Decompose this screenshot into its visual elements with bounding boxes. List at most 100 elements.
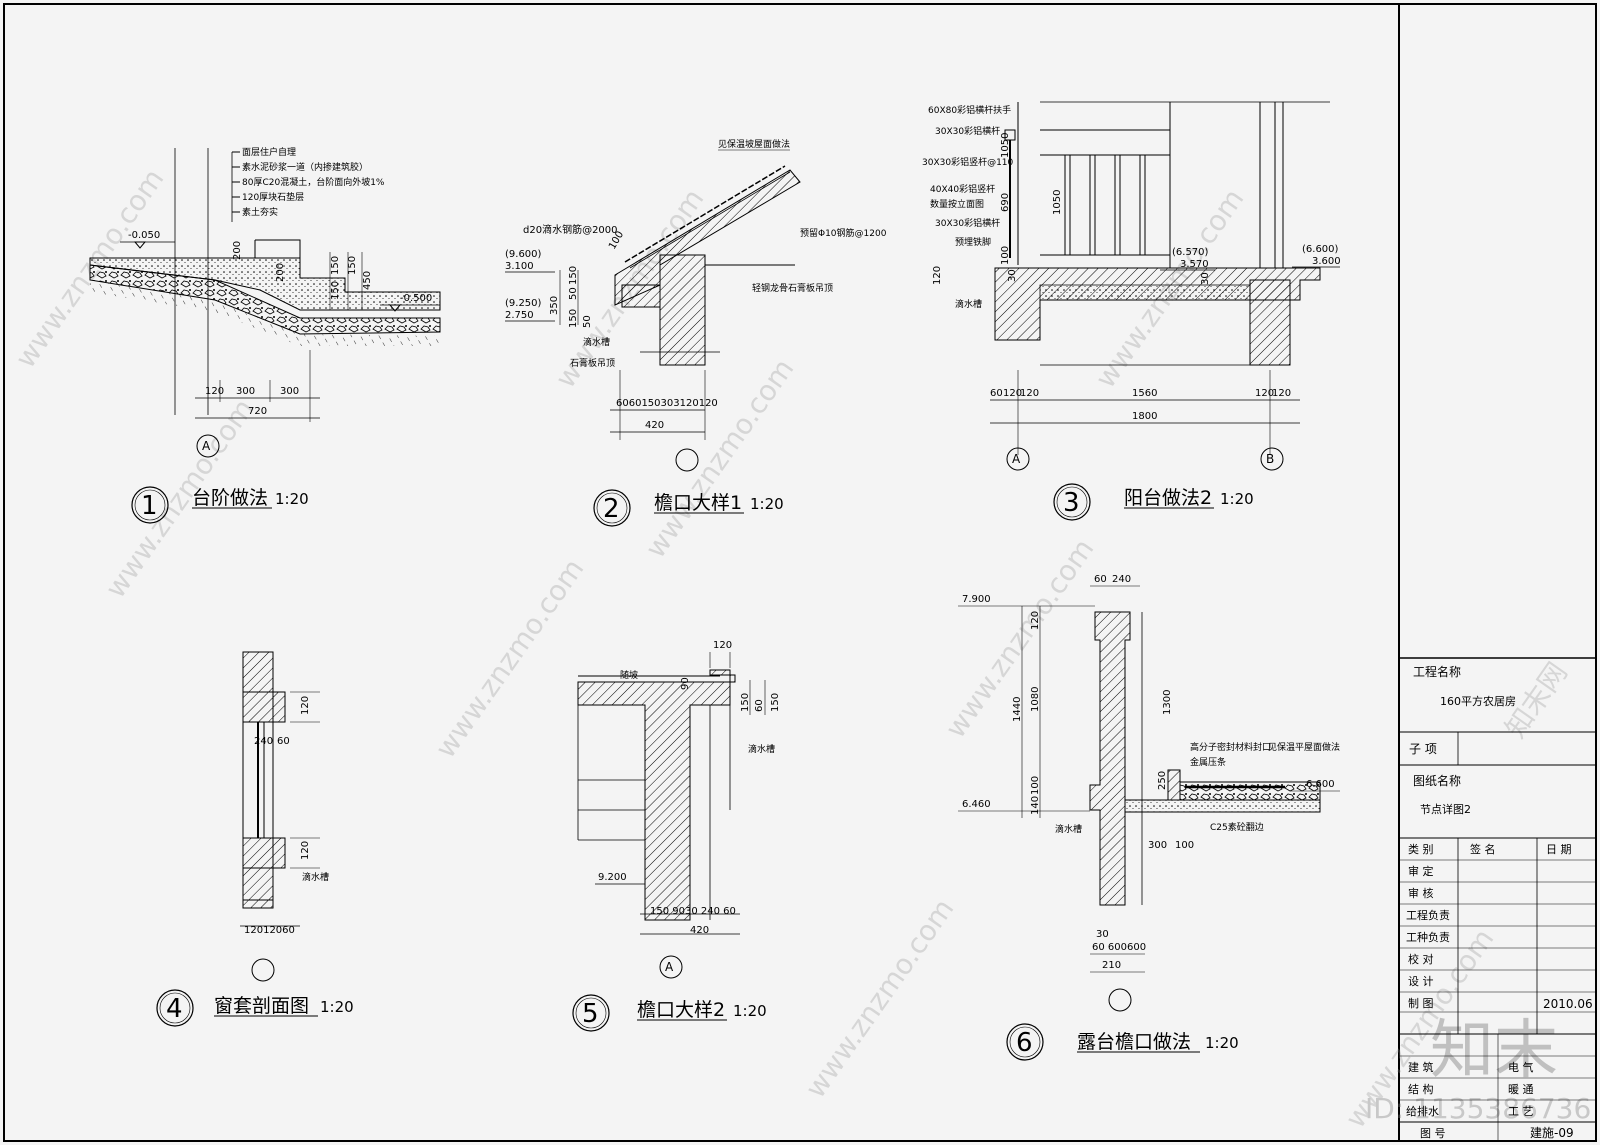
- level-label: 2.750: [505, 310, 534, 321]
- dim-label: 300: [280, 386, 299, 397]
- dim-label: 450: [362, 271, 373, 290]
- caption-3: 3 阳台做法2 1:20: [1053, 483, 1254, 521]
- note: 60X80彩铝横杆扶手: [928, 104, 1011, 116]
- detail-captions: 1 台阶做法 1:20 2 檐口大样1 1:20 3 阳台做法2 1:20 4 …: [131, 483, 1254, 1061]
- watermark-logo: 知末: [1430, 1014, 1558, 1088]
- dim-label: 150: [568, 266, 579, 285]
- table-row-label: 校 对: [1408, 952, 1434, 966]
- level-label: (9.250): [505, 298, 542, 309]
- dim-label: 60 600600: [1092, 942, 1146, 953]
- dim-label: 30: [1096, 929, 1109, 940]
- drawing-date: 2010.06: [1543, 997, 1593, 1011]
- note: 高分子密封材料封口: [1190, 741, 1271, 753]
- detail-title: 窗套剖面图: [214, 995, 309, 1017]
- note: 滴水槽: [1055, 823, 1082, 835]
- dim-label: 50: [582, 315, 593, 328]
- note: 滴水槽: [955, 298, 982, 310]
- dim-label: 1300: [1162, 690, 1173, 715]
- sub-item-label: 子 项: [1409, 742, 1437, 756]
- railing-bars: [1064, 155, 1146, 255]
- dim-label: 120: [205, 386, 224, 397]
- level-label: -0.050: [128, 230, 160, 241]
- dim-label: 150: [347, 256, 358, 275]
- caption-6: 6 露台檐口做法 1:20: [1006, 1023, 1239, 1061]
- note: 滴水槽: [302, 871, 329, 883]
- dim-label: 30: [1200, 272, 1211, 285]
- dim-label: 150: [330, 256, 341, 275]
- level-label: -0.500: [400, 293, 432, 304]
- dim-label: 50: [568, 287, 579, 300]
- note: 预留Φ10钢筋@1200: [800, 227, 887, 239]
- level-label: (9.600): [505, 249, 542, 260]
- detail-scale: 1:20: [320, 998, 354, 1016]
- level-label: 3.100: [505, 261, 534, 272]
- dim-label: 720: [248, 406, 267, 417]
- dim-label: 1050: [1052, 190, 1063, 215]
- detail-number: 5: [582, 999, 599, 1029]
- dim-label: 1080: [1030, 687, 1041, 712]
- detail-number: 2: [603, 494, 620, 524]
- dim-label: 1800: [1132, 411, 1157, 422]
- dim-label: 300: [236, 386, 255, 397]
- level-label: 6.600: [1306, 779, 1335, 790]
- dim-label: 420: [690, 925, 709, 936]
- watermark-text: www.znzmo.com: [799, 893, 961, 1104]
- note: 滴水槽: [748, 743, 775, 755]
- dim-label: 350: [549, 296, 560, 315]
- level-label: (6.570): [1172, 247, 1209, 258]
- dim-label: 1560: [1132, 388, 1157, 399]
- level-label: 9.200: [598, 872, 627, 883]
- detail-4-window: 120 240 60 120 滴水槽 12012060: [240, 651, 329, 982]
- level-label: 3.600: [1312, 256, 1341, 267]
- discipline-label: 暖 通: [1508, 1083, 1534, 1096]
- detail-scale: 1:20: [1220, 490, 1254, 508]
- table-row-label: 工程负责: [1406, 908, 1450, 922]
- dim-label: 120: [932, 266, 943, 285]
- caption-2: 2 檐口大样1 1:20: [593, 489, 784, 527]
- discipline-label: 结 构: [1408, 1082, 1434, 1096]
- project-label: 工程名称: [1413, 664, 1461, 679]
- note: 石膏板吊顶: [570, 357, 615, 369]
- dim-label: 120: [1255, 388, 1274, 399]
- note: d20滴水钢筋@2000: [523, 223, 618, 236]
- table-header: 签 名: [1470, 842, 1496, 856]
- dim-label: 100: [1000, 246, 1011, 265]
- detail-title: 檐口大样2: [637, 999, 725, 1021]
- detail-title: 露台檐口做法: [1077, 1031, 1191, 1053]
- dim-label: 300: [1148, 840, 1167, 851]
- dim-label: 1050: [1000, 133, 1011, 158]
- table-row-label: 制 图: [1408, 997, 1434, 1010]
- dim-label: 120: [1030, 611, 1041, 630]
- dim-label: 120: [713, 640, 732, 651]
- detail-3-balcony: 60X80彩铝横杆扶手 30X30彩铝横杆 30X30彩铝竖杆@110 40X4…: [922, 101, 1341, 471]
- note: 素水泥砂浆一道（内掺建筑胶）: [242, 161, 368, 173]
- title-block: 工程名称 160平方农居房 子 项 图纸名称 节点详图2 类 别 签 名 日 期…: [1398, 657, 1597, 1142]
- discipline-label: 给排水: [1406, 1104, 1439, 1118]
- dim-label: 140: [1030, 796, 1041, 815]
- note: 30X30彩铝横杆: [935, 217, 1000, 229]
- level-label: 3.570: [1180, 259, 1209, 270]
- detail-title: 檐口大样1: [654, 492, 742, 514]
- drawing-no-label: 图 号: [1420, 1127, 1446, 1140]
- note: 80厚C20混凝土，台阶面向外坡1%: [242, 176, 385, 188]
- dim-label: 120: [1020, 388, 1039, 399]
- axis-label: B: [1266, 452, 1274, 466]
- detail-6-terrace-eave: 高分子密封材料封口 金属压条 见保温平屋面做法 C25素砼翻边 滴水槽 7.90…: [958, 574, 1340, 1012]
- dim-label: 12012060: [244, 925, 295, 936]
- note: 30X30彩铝竖杆@110: [922, 156, 1014, 168]
- project-name: 160平方农居房: [1440, 694, 1516, 708]
- dim-label: 150 9030 240 60: [650, 906, 736, 917]
- note: C25素砼翻边: [1210, 821, 1264, 833]
- discipline-label: 工 艺: [1508, 1105, 1534, 1118]
- caption-1: 1 台阶做法 1:20: [131, 486, 309, 524]
- dim-label: 60: [990, 388, 1003, 399]
- dim-label: 60: [277, 736, 290, 747]
- d6-notes: 高分子密封材料封口 金属压条 见保温平屋面做法 C25素砼翻边 滴水槽: [1055, 741, 1340, 835]
- caption-4: 4 窗套剖面图 1:20: [156, 989, 354, 1027]
- dim-label: 30: [1007, 269, 1018, 282]
- dim-label: 150: [740, 693, 751, 712]
- note: 40X40彩铝竖杆: [930, 183, 995, 195]
- dim-label: 6060150303120120: [616, 398, 718, 409]
- table-row-label: 设 计: [1408, 975, 1434, 988]
- caption-5: 5 檐口大样2 1:20: [572, 994, 767, 1032]
